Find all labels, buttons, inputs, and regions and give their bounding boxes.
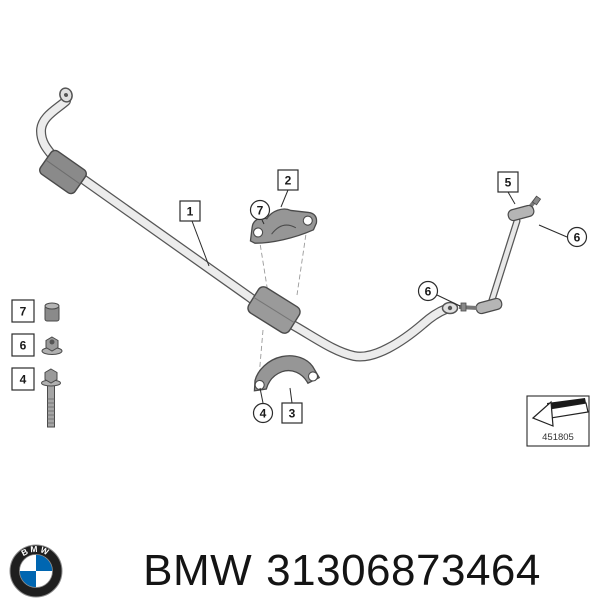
callout-6-lower: 6 <box>417 280 439 302</box>
legend-7-label: 7 <box>20 305 27 319</box>
callout-3-label: 3 <box>289 407 296 421</box>
callout-4-label: 4 <box>260 407 267 421</box>
legend-item-4: 4 <box>11 367 61 428</box>
brand-text: BMW <box>143 546 252 595</box>
callout-1: 1 <box>179 200 201 222</box>
center-rubber-mount <box>247 286 301 334</box>
flange-nut-icon <box>41 336 63 355</box>
direction-arrow-icon <box>531 398 589 427</box>
callout-4: 4 <box>252 402 274 424</box>
callout-5-label: 5 <box>505 176 512 190</box>
callout-2: 2 <box>277 169 299 191</box>
bar-tube-outline <box>35 96 451 362</box>
callout-1-label: 1 <box>187 205 194 219</box>
upper-clamp-bracket <box>249 208 318 244</box>
callout-3: 3 <box>281 402 303 424</box>
link-top-joint <box>507 204 535 222</box>
leader-lines <box>191 189 568 404</box>
bar-tube-fill <box>37 97 450 361</box>
roundel-quadrant-tr <box>36 554 53 571</box>
roundel-text: BMW <box>19 544 50 558</box>
callout-2-label: 2 <box>285 174 292 188</box>
rubber-mount-icon <box>44 302 60 322</box>
reference-box: 451805 <box>526 395 590 447</box>
bar-left-eyelet <box>59 87 73 103</box>
footer-part-title: BMW 31306873464 <box>143 546 541 595</box>
link-top-nut <box>531 195 542 206</box>
link-bottom-joint <box>475 297 503 315</box>
roundel-quadrant-bl <box>19 571 36 588</box>
roundel-quadrant-br <box>36 571 53 588</box>
callout-7-label: 7 <box>257 204 264 218</box>
callout-5: 5 <box>497 171 519 193</box>
bmw-roundel-logo: BMW <box>9 544 63 598</box>
legend-6-label: 6 <box>20 339 27 353</box>
link-rod-fill <box>489 218 520 303</box>
left-rubber-mount <box>39 149 87 195</box>
lower-clamp-bracket <box>253 355 321 392</box>
part-number-text: 31306873464 <box>266 546 541 595</box>
callout-6-upper: 6 <box>566 226 588 248</box>
assembly-dash-lines <box>258 226 308 378</box>
legend-4-label: 4 <box>20 373 27 387</box>
callout-6-upper-label: 6 <box>574 231 581 245</box>
stabilizer-bar <box>35 87 459 362</box>
link-bottom-nut <box>460 302 467 312</box>
svg-text:BMW: BMW <box>19 544 52 558</box>
stabilizer-link <box>458 195 542 315</box>
bar-right-eyelet <box>441 301 459 315</box>
roundel-quadrant-tl <box>19 554 36 571</box>
callout-7: 7 <box>249 199 271 221</box>
legend-item-7: 7 <box>11 299 60 323</box>
roundel-inner-rim <box>19 554 53 588</box>
reference-code: 451805 <box>542 432 574 443</box>
callout-6-lower-label: 6 <box>425 285 432 299</box>
hex-bolt-icon <box>41 368 61 428</box>
legend-item-6: 6 <box>11 333 63 357</box>
